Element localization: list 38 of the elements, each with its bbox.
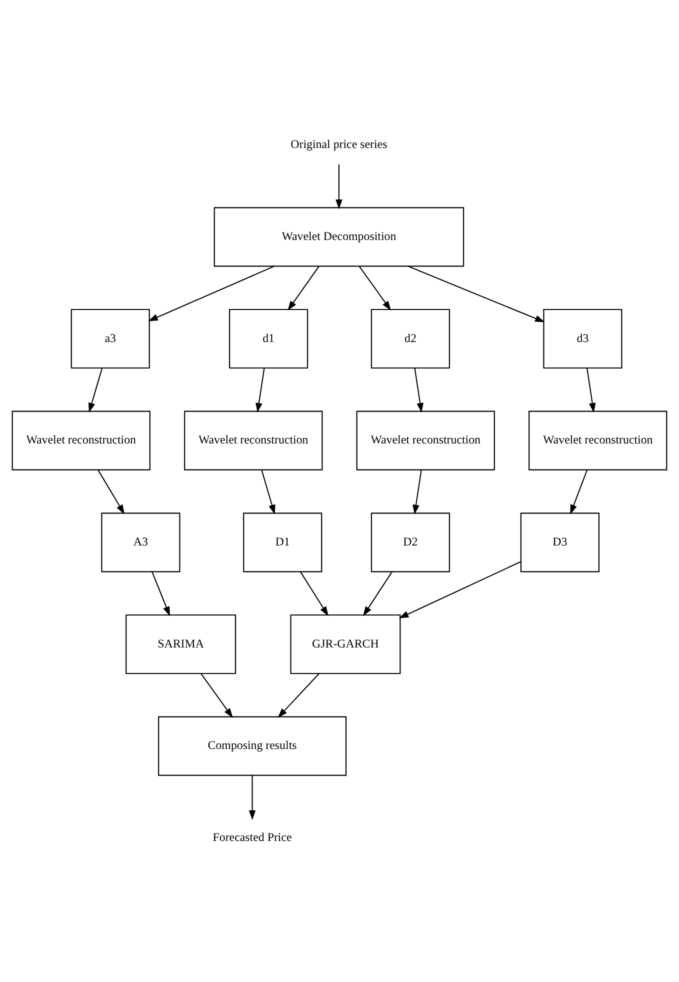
- node-text: Forecasted Price: [212, 830, 292, 844]
- arrow: [412, 469, 422, 514]
- arrow: [88, 367, 103, 412]
- node-box: D1: [243, 512, 322, 572]
- node-box: D3: [520, 512, 600, 572]
- node-box: A3: [101, 512, 180, 572]
- node-box: d2: [370, 308, 450, 368]
- node-box: Wavelet reconstruction: [12, 410, 150, 470]
- node-box: Wavelet Decomposition: [214, 206, 464, 266]
- arrow: [261, 469, 276, 514]
- arrow: [358, 265, 392, 310]
- node-text: Original price series: [290, 136, 388, 150]
- arrow: [278, 672, 320, 718]
- node-box: a3: [70, 308, 150, 368]
- node-box: Wavelet reconstruction: [356, 410, 495, 470]
- arrow: [200, 672, 233, 718]
- arrow: [288, 265, 320, 310]
- node-box: Composing results: [158, 716, 347, 776]
- arrow: [248, 775, 256, 820]
- arrow: [256, 368, 265, 412]
- node-box: SARIMA: [126, 614, 236, 674]
- node-box: Wavelet reconstruction: [184, 410, 323, 470]
- arrow: [98, 469, 125, 514]
- node-box: Wavelet reconstruction: [528, 410, 668, 470]
- arrow: [570, 469, 588, 514]
- node-box: D2: [370, 512, 450, 572]
- node-box: d3: [543, 308, 622, 368]
- arrow: [300, 571, 328, 616]
- node-box: d1: [229, 308, 308, 368]
- arrow: [363, 571, 392, 616]
- arrow: [408, 265, 545, 322]
- arrow: [336, 164, 342, 209]
- arrow: [148, 265, 274, 321]
- arrow: [152, 571, 170, 616]
- arrow: [398, 560, 521, 618]
- arrow: [586, 368, 596, 412]
- arrow: [414, 368, 424, 412]
- node-box: GJR-GARCH: [290, 614, 401, 674]
